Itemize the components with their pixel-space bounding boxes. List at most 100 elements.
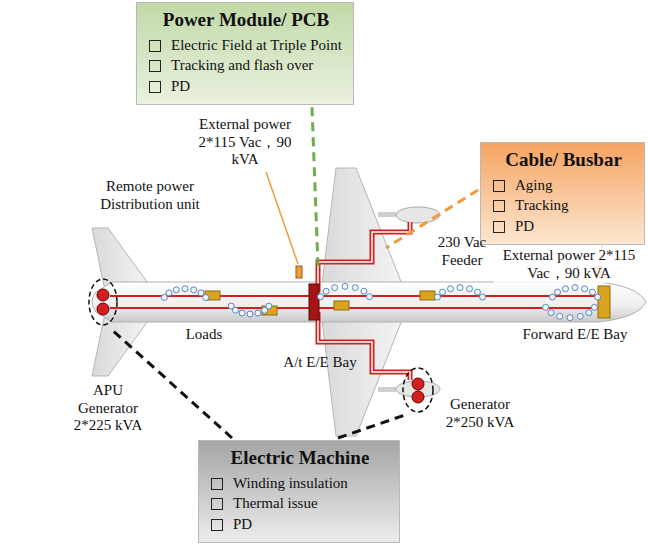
load-symbol	[562, 286, 568, 292]
bullet-row: PD	[147, 77, 345, 97]
load-symbol	[255, 310, 261, 316]
bullet-text: Winding insulation	[233, 474, 348, 494]
bullet-text: PD	[233, 515, 252, 535]
bullet-text: PD	[171, 77, 190, 97]
bullet-text: PD	[515, 217, 534, 237]
pylon	[378, 387, 396, 392]
load-symbol	[548, 310, 554, 316]
remote-pdu	[334, 301, 349, 310]
apu-generator	[97, 289, 109, 301]
checkbox-bullet	[493, 221, 505, 233]
highlight-ellipse	[89, 279, 117, 325]
engine-nacelle	[396, 207, 440, 223]
power-plug	[296, 266, 302, 278]
box-heading: Power Module/ PCB	[147, 9, 345, 32]
load-symbol	[262, 307, 268, 313]
wing	[322, 320, 402, 436]
load-symbol	[567, 315, 573, 321]
engine-generator	[412, 378, 424, 390]
part-label: APU Generator 2*225 kVA	[66, 382, 150, 435]
part-label: External power 2*115 Vac，90 kVA	[186, 116, 304, 169]
load-symbol	[352, 285, 358, 291]
part-label: Loads	[176, 326, 232, 344]
load-symbol	[342, 283, 348, 289]
load-symbol	[318, 294, 324, 300]
load-symbol	[247, 311, 253, 317]
bullet-row: PD	[491, 217, 636, 237]
stabilizer	[92, 228, 150, 286]
issue-box: Power Module/ PCB Electric Field at Tripl…	[136, 2, 354, 105]
bullet-row: Electric Field at Triple Point	[147, 36, 345, 56]
load-symbol	[474, 289, 480, 295]
load-symbol	[182, 286, 188, 292]
aft-ee-bay	[309, 284, 319, 320]
stabilizer	[92, 318, 150, 376]
load-symbol	[191, 287, 197, 293]
load-symbol	[591, 304, 597, 310]
highlight-ellipse	[403, 368, 433, 412]
load-symbol	[543, 304, 549, 310]
load-symbol	[467, 286, 473, 292]
part-label: Generator 2*250 kVA	[438, 396, 522, 431]
load-symbol	[577, 313, 583, 319]
load-symbol	[361, 288, 367, 294]
load-symbol	[457, 285, 463, 291]
load-symbol	[173, 287, 179, 293]
apu-generator	[97, 303, 109, 315]
forward-ee-bay	[598, 286, 610, 318]
checkbox-bullet	[149, 60, 161, 72]
load-symbol	[323, 288, 329, 294]
box-heading: Electric Machine	[209, 447, 391, 470]
pylon	[378, 212, 396, 217]
leader-line	[338, 414, 408, 438]
load-symbol	[572, 285, 578, 291]
load-symbol	[447, 286, 453, 292]
load-symbol	[555, 289, 561, 295]
bullet-text: Aging	[515, 176, 553, 196]
load-symbol	[440, 289, 446, 295]
part-label: External power 2*115 Vac，90 kVA	[494, 247, 644, 282]
checkbox-bullet	[493, 180, 505, 192]
checkbox-bullet	[211, 498, 223, 510]
busbar	[110, 307, 604, 309]
issue-box: Cable/ BusbarAgingTrackingPD	[480, 142, 645, 245]
checkbox-bullet	[493, 200, 505, 212]
part-label: 230 Vac Feeder	[432, 234, 492, 269]
bullet-text: Tracking	[515, 196, 569, 216]
bullet-text: Tracking and flash over	[171, 56, 313, 76]
load-symbol	[582, 286, 588, 292]
feeder	[318, 222, 410, 292]
feeder	[318, 222, 410, 292]
part-label: A/t E/E Bay	[276, 354, 364, 372]
load-symbol	[198, 290, 204, 296]
load-symbol	[366, 294, 372, 300]
load-symbol	[589, 289, 595, 295]
wing	[322, 168, 402, 284]
load-symbol	[557, 313, 563, 319]
busbar	[110, 295, 604, 297]
bullet-text: Thermal issue	[233, 494, 318, 514]
checkbox-bullet	[211, 478, 223, 490]
load-group	[161, 283, 600, 320]
bullet-row: Tracking	[491, 196, 636, 216]
load-symbol	[434, 294, 440, 300]
remote-pdu	[420, 291, 435, 300]
bullet-row: PD	[209, 515, 391, 535]
load-symbol	[595, 294, 601, 300]
bullet-row: Thermal issue	[209, 494, 391, 514]
load-symbol	[203, 294, 209, 300]
checkbox-bullet	[149, 81, 161, 93]
bullet-row: Tracking and flash over	[147, 56, 345, 76]
bullet-row: Winding insulation	[209, 474, 391, 494]
fuselage	[92, 282, 646, 322]
issue-box: Electric MachineWinding insulationTherma…	[198, 440, 400, 543]
box-heading: Cable/ Busbar	[491, 149, 636, 172]
load-symbol	[332, 285, 338, 291]
load-symbol	[549, 294, 555, 300]
load-symbol	[228, 303, 234, 309]
part-label: Remote power Distribution unit	[86, 178, 214, 213]
checkbox-bullet	[211, 519, 223, 531]
checkbox-bullet	[149, 40, 161, 52]
load-symbol	[239, 310, 245, 316]
